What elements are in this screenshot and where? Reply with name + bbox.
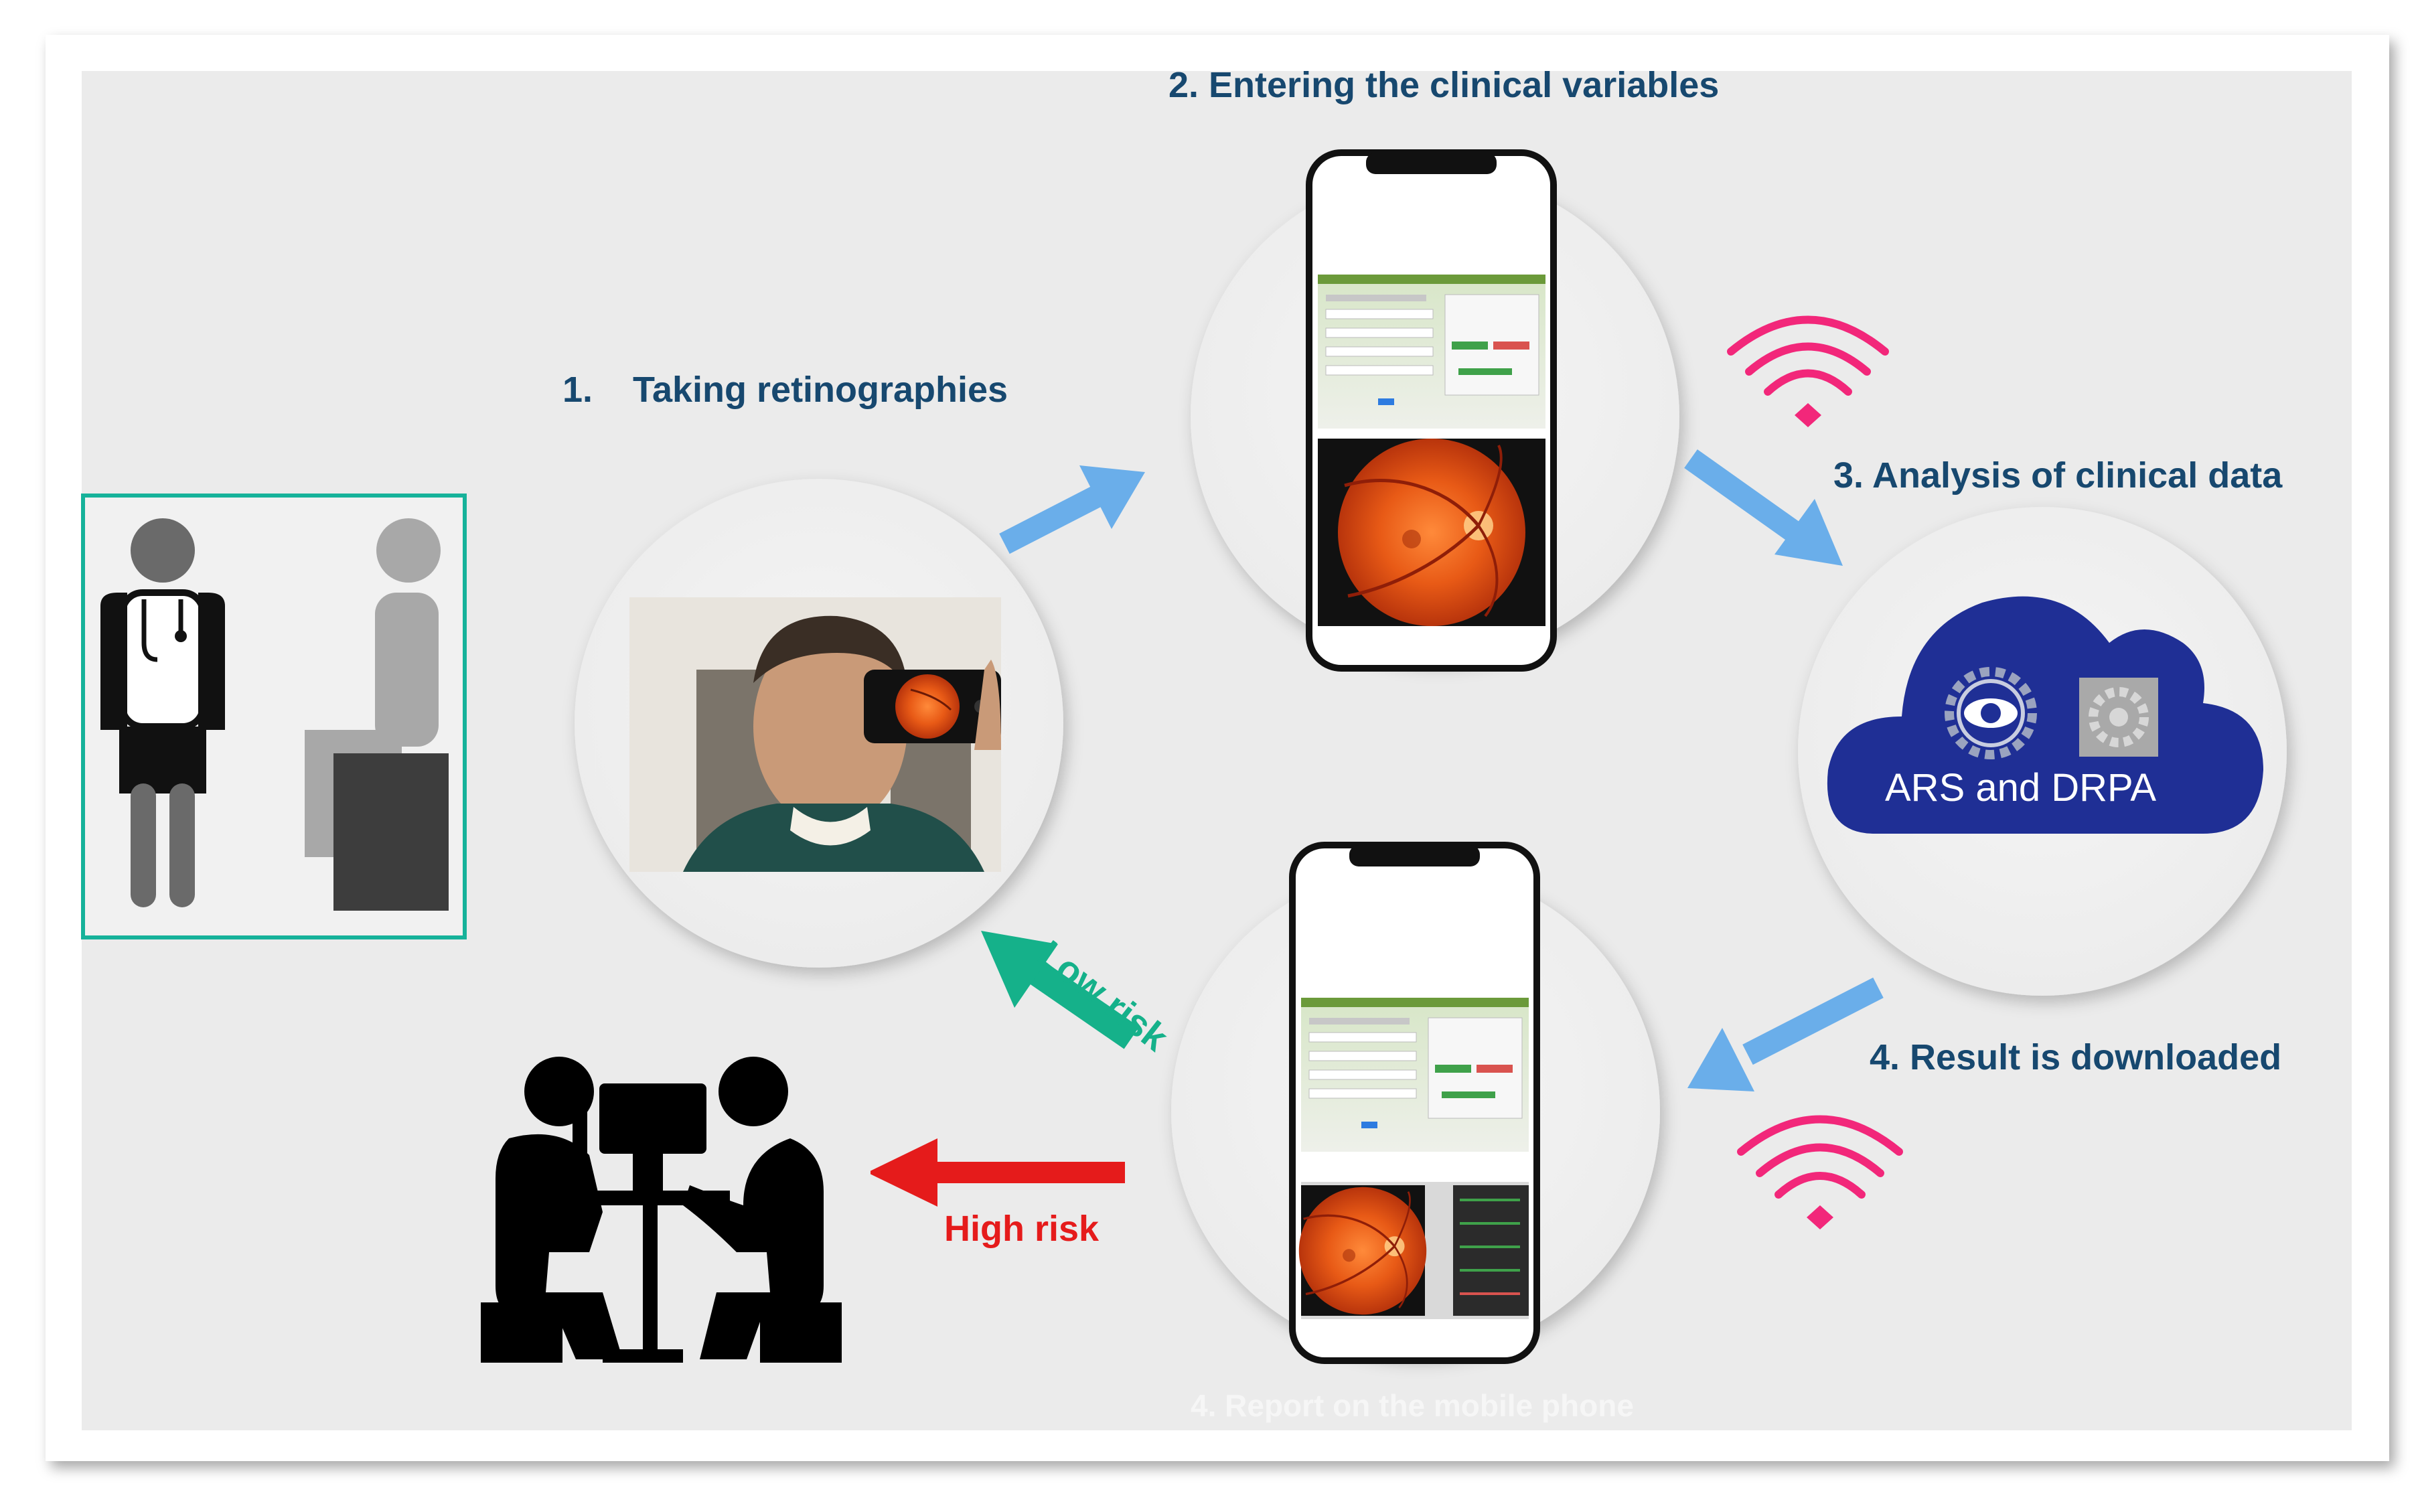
- step1-number: 1.: [562, 370, 593, 410]
- step2-label: 2. Entering the clinical variables: [1168, 65, 1720, 105]
- step3-label: 3. Analysis of clinical data: [1833, 455, 2283, 496]
- doctor-icon: [100, 518, 225, 907]
- retinography-photo: [629, 597, 1001, 872]
- arrow-low-risk: [981, 931, 1140, 1049]
- smartphone-report-icon: [1289, 842, 1540, 1364]
- step1-label: Taking retinographies: [633, 370, 1008, 410]
- patient-icon: [305, 518, 449, 911]
- gear-icon: [2079, 678, 2158, 757]
- arrow-step2-to-step3: [1684, 449, 1843, 566]
- consultation-icon: [469, 1038, 871, 1386]
- wifi-icon-2: [1737, 1115, 1903, 1229]
- high-risk-label: High risk: [944, 1209, 1100, 1249]
- arrow-step3-to-step4: [1687, 977, 1884, 1091]
- step4-label: 4. Result is downloaded: [1870, 1037, 2282, 1077]
- cloud-label: ARS and DRPA: [1885, 766, 2157, 810]
- arrow-high-risk: [867, 1138, 1125, 1207]
- doctor-patient-box: [81, 494, 467, 939]
- arrow-step1-to-step2: [999, 465, 1145, 554]
- cloud-icon: [1827, 596, 2263, 834]
- smartphone-icon: [1306, 149, 1557, 672]
- wifi-icon: [1727, 315, 1889, 427]
- step4-report-label: 4. Report on the mobile phone: [1191, 1388, 1634, 1423]
- eye-gear-icon: [1945, 667, 2037, 759]
